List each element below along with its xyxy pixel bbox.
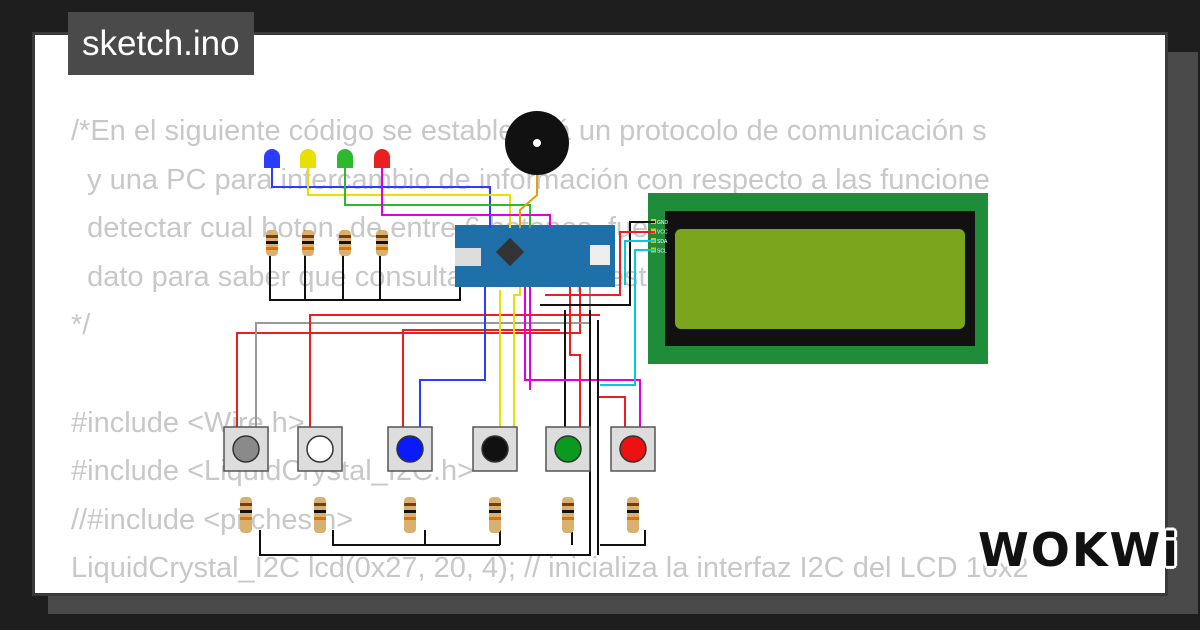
lcd-pin-label: GND — [657, 220, 669, 226]
resistor[interactable] — [627, 497, 639, 533]
resistor[interactable] — [404, 497, 416, 533]
push-button[interactable] — [472, 426, 518, 472]
code-line: y una PC para intercambio de información… — [71, 163, 990, 196]
led[interactable] — [264, 149, 280, 168]
resistor[interactable] — [314, 497, 326, 533]
resistor[interactable] — [240, 497, 252, 533]
led[interactable] — [337, 149, 353, 168]
resistor[interactable] — [562, 497, 574, 533]
code-line: */ — [71, 309, 91, 342]
lcd-display[interactable]: GND VCC SDA SCL — [648, 193, 988, 364]
push-button[interactable] — [223, 426, 269, 472]
resistor[interactable] — [489, 497, 501, 533]
wires — [236, 168, 655, 556]
code-line: LiquidCrystal_I2C lcd(0x27, 20, 4); // i… — [71, 552, 1029, 585]
push-button[interactable] — [610, 426, 656, 472]
lcd-pin-label: SDA — [657, 239, 668, 245]
code-line: //#include <pitches.h> — [71, 503, 354, 536]
buzzer[interactable] — [505, 111, 569, 175]
lcd-pin-label: VCC — [657, 230, 668, 236]
led[interactable] — [374, 149, 390, 168]
sketch-filename: sketch.ino — [68, 12, 254, 75]
arduino-nano[interactable] — [455, 225, 615, 287]
lcd-pin-label: SCL — [657, 249, 667, 255]
push-button[interactable] — [387, 426, 433, 472]
wokwi-logo: WOKWi — [978, 523, 1180, 577]
led[interactable] — [300, 149, 316, 168]
push-button[interactable] — [545, 426, 591, 472]
code-line: /*En el siguiente código se establecerá … — [71, 115, 987, 147]
push-button[interactable] — [297, 426, 343, 472]
